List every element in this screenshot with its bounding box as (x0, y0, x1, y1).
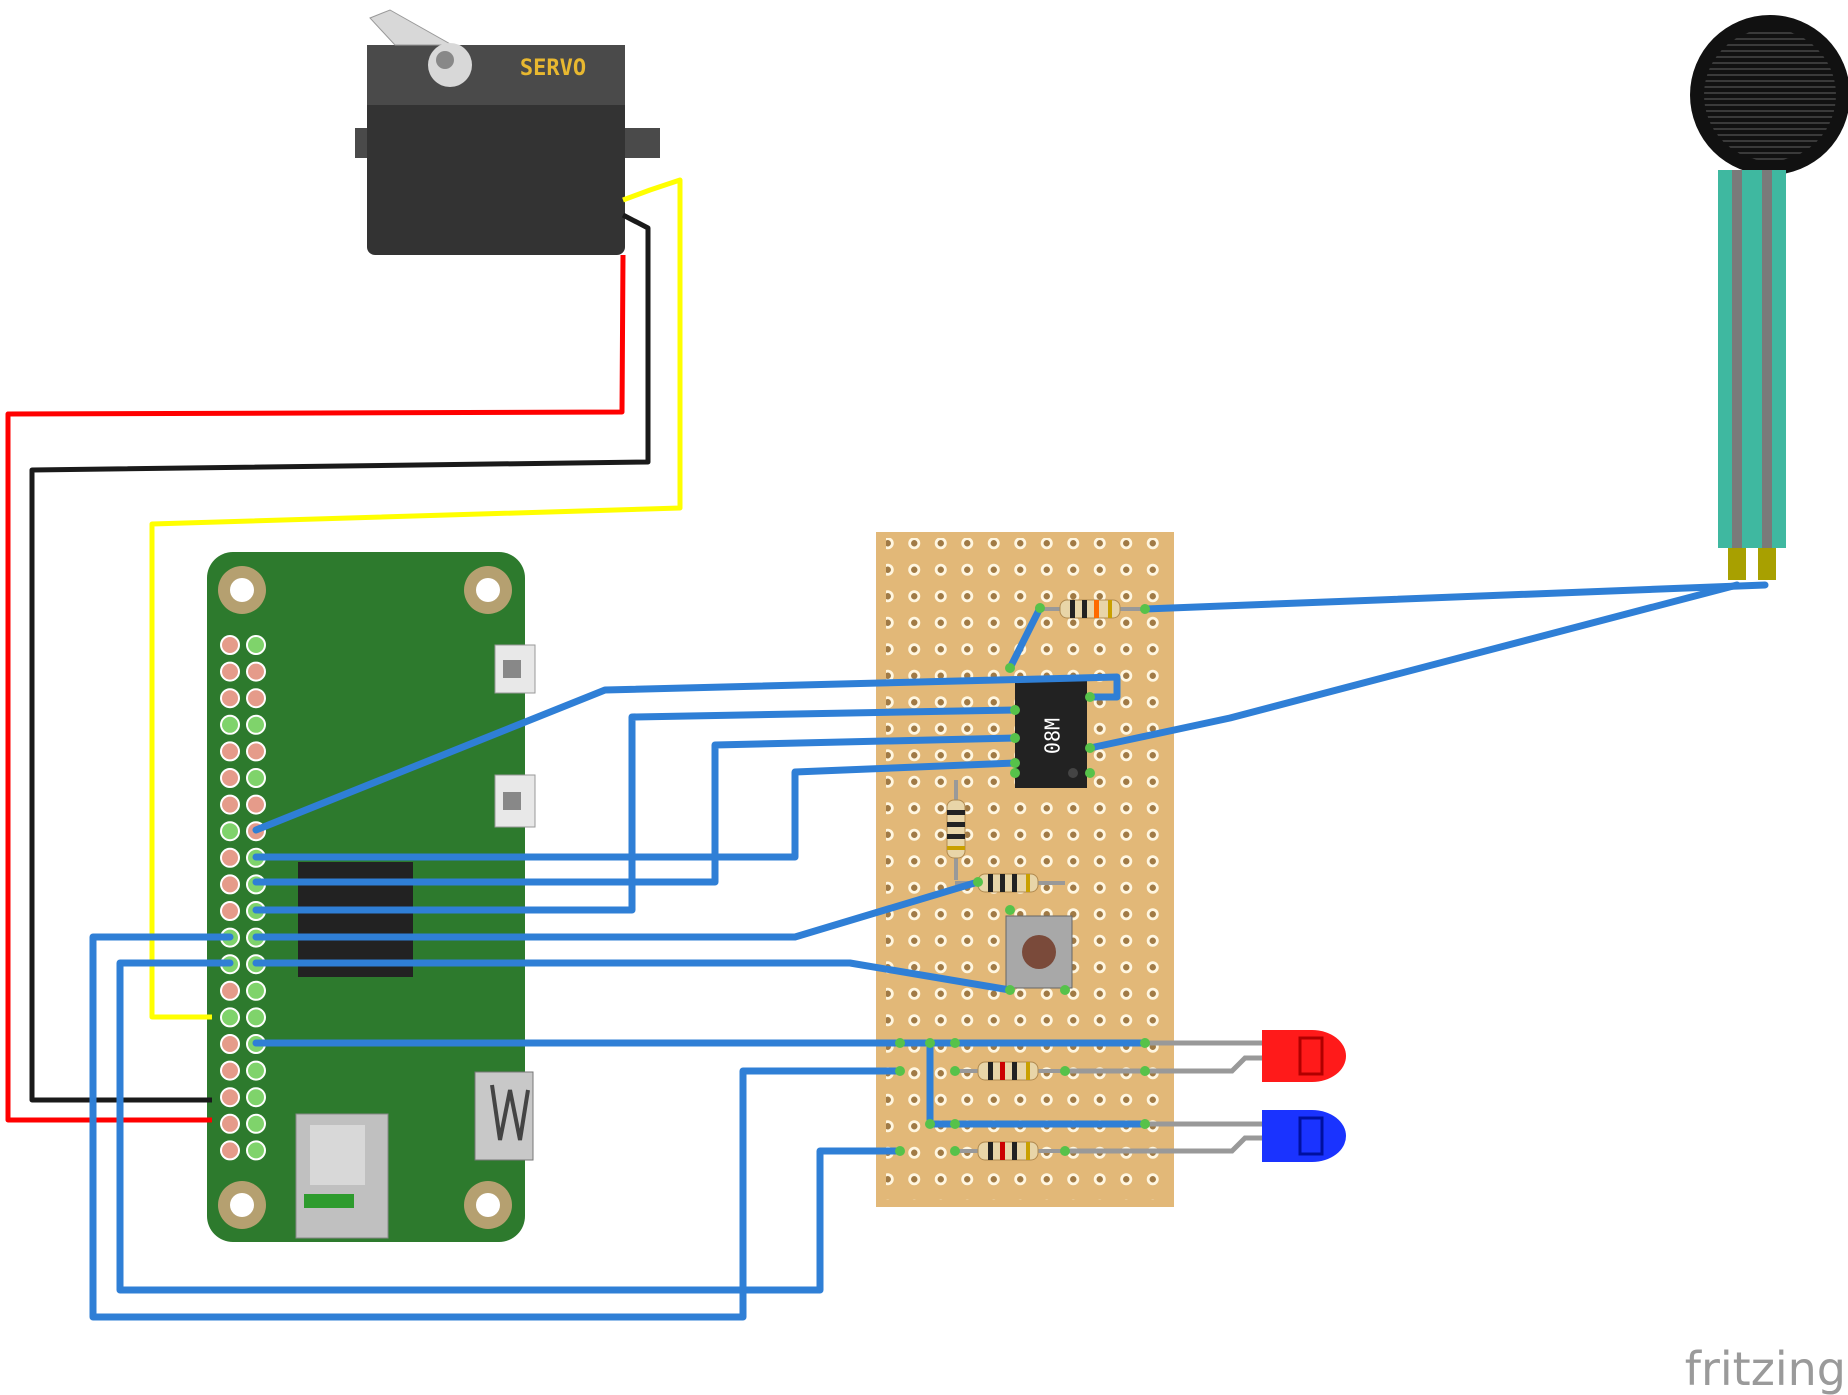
gpio-pin (220, 901, 240, 921)
gpio-pin (246, 768, 266, 788)
gpio-pin (220, 1060, 240, 1081)
gpio-pin (246, 714, 266, 735)
gpio-pin (246, 1007, 266, 1028)
gpio-pin (220, 980, 240, 1001)
mini-hdmi-port (474, 1071, 534, 1161)
gpio-pin (246, 1087, 266, 1108)
gpio-pin (246, 1113, 266, 1134)
wire-joints (895, 603, 1150, 1156)
servo-wires (5, 177, 683, 1123)
gpio-pin (246, 688, 266, 709)
gpio-pin (220, 847, 240, 868)
usb-port (494, 644, 536, 828)
mounting-hole (218, 566, 512, 1229)
gpio-pin (220, 1007, 240, 1028)
fritzing-logo: fritzing (1685, 1342, 1846, 1395)
gpio-pin (220, 821, 240, 842)
raspberry-pi-zero (207, 552, 536, 1242)
gpio-pin (220, 661, 240, 682)
gpio-pin (220, 741, 240, 762)
resistor (955, 873, 1065, 893)
ic-chip: 08M (1015, 680, 1087, 788)
gpio-pin (246, 661, 266, 682)
gpio-pin (246, 1140, 266, 1161)
servo-motor: SERVO (355, 9, 660, 255)
gpio-pin (220, 1113, 240, 1134)
gpio-pin (246, 794, 266, 815)
force-sensitive-resistor (1690, 15, 1848, 580)
blue-led (1065, 1110, 1346, 1162)
gpio-pin (220, 874, 240, 895)
gpio-pin (220, 714, 240, 735)
gpio-pin (220, 688, 240, 709)
gpio-pin (220, 635, 240, 655)
resistor (955, 1061, 1065, 1081)
gpio-pin (246, 980, 266, 1001)
gpio-pin (220, 1034, 240, 1054)
gpio-pin (246, 635, 266, 655)
sd-card-slot (295, 1113, 389, 1239)
push-button[interactable] (1005, 915, 1073, 989)
gpio-pin (220, 768, 240, 788)
gpio-pin (220, 1140, 240, 1161)
blue-wires (89, 581, 1769, 1321)
resistor (955, 1141, 1065, 1161)
gpio-pin (246, 741, 266, 762)
gpio-pin (220, 794, 240, 815)
resistor (1035, 599, 1145, 619)
red-led (1065, 1030, 1346, 1082)
gpio-pin (246, 1060, 266, 1081)
gpio-pin (220, 1087, 240, 1108)
resistor (946, 780, 966, 880)
chip-label: 08M (1041, 718, 1065, 754)
servo-label: SERVO (520, 56, 586, 81)
